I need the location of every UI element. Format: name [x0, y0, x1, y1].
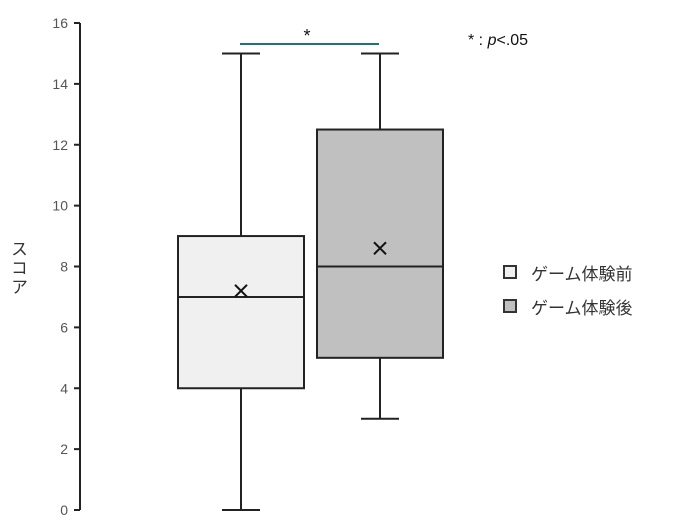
- mean-marker: [234, 284, 248, 298]
- mean-marker: [373, 241, 387, 255]
- significance-note-star: *: [468, 32, 475, 49]
- legend-label-after: ゲーム体験後: [531, 298, 633, 319]
- significance-note-p: p: [487, 32, 497, 49]
- significance-star: *: [303, 26, 310, 46]
- y-tick-label: 14: [52, 76, 68, 92]
- y-tick-label: 6: [60, 319, 68, 335]
- legend-item-after: ゲーム体験後: [503, 289, 633, 323]
- significance-note-sep: :: [474, 32, 488, 49]
- y-tick-label: 12: [52, 137, 68, 153]
- legend: ゲーム体験前 ゲーム体験後: [503, 255, 633, 323]
- box-iqr: [177, 235, 305, 390]
- box-iqr: [316, 128, 444, 359]
- y-tick-label: 8: [60, 259, 68, 275]
- y-tick-label: 10: [52, 198, 68, 214]
- legend-swatch-before: [503, 265, 517, 279]
- y-axis-label: スコア: [7, 240, 27, 297]
- y-tick-label: 16: [52, 15, 68, 31]
- y-tick-label: 4: [60, 380, 68, 396]
- y-tick-label: 0: [60, 502, 68, 518]
- legend-item-before: ゲーム体験前: [503, 255, 633, 289]
- significance-note: * : p<.05: [468, 32, 528, 50]
- legend-swatch-after: [503, 299, 517, 313]
- y-tick-label: 2: [60, 441, 68, 457]
- legend-label-before: ゲーム体験前: [531, 264, 633, 285]
- significance-note-threshold: <.05: [496, 32, 529, 49]
